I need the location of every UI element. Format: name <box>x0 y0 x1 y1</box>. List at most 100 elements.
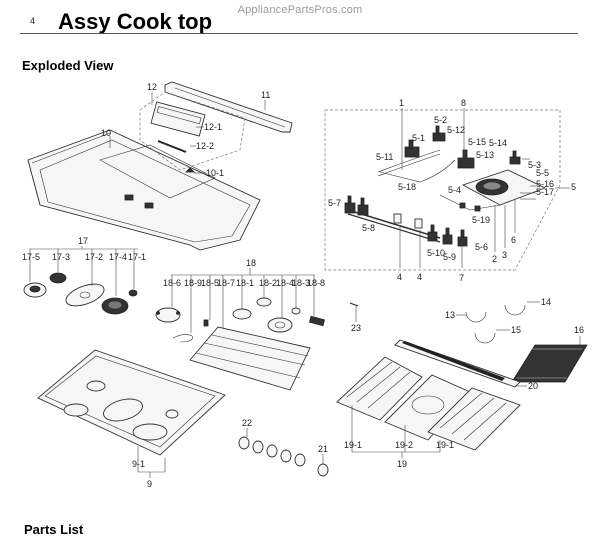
part-18-6-burner-base[interactable] <box>155 307 181 323</box>
page-title: Assy Cook top <box>58 9 213 34</box>
callout-5-6: 5-6 <box>475 242 488 252</box>
callout-18-7: 18-7 <box>217 278 235 288</box>
part-10-base-tray[interactable] <box>27 129 261 251</box>
callout-18-6: 18-6 <box>163 278 181 288</box>
callout-6: 6 <box>511 235 516 245</box>
part-5-10-valve[interactable] <box>427 224 438 242</box>
part-12-1-control-assembly[interactable] <box>150 101 206 137</box>
callout-5-19: 5-19 <box>472 215 490 225</box>
callout-9: 9 <box>147 479 152 489</box>
callout-22: 22 <box>242 418 252 428</box>
callout-labels: 12 11 12-1 12-2 10 10-1 1 8 5-2 5-12 5-1… <box>22 82 584 489</box>
callout-9-1: 9-1 <box>132 459 145 469</box>
part-18-5-clip[interactable] <box>203 319 209 327</box>
title-rule <box>20 33 578 34</box>
part-17-1-burner-cap[interactable] <box>128 289 138 297</box>
part-5-1-valve[interactable] <box>404 139 420 158</box>
part-22-knob[interactable] <box>238 436 306 467</box>
part-14-ring[interactable] <box>504 304 526 316</box>
part-18-9-thermocouple-wire[interactable] <box>172 334 193 343</box>
part-19-1-right-grate[interactable] <box>427 387 521 451</box>
callout-5-5: 5-5 <box>536 168 549 178</box>
part-15-ring[interactable] <box>474 332 496 344</box>
callout-5-15: 5-15 <box>468 137 486 147</box>
callout-5: 5 <box>571 182 576 192</box>
callout-19-2: 19-2 <box>395 440 413 450</box>
part-20-rear-trim[interactable] <box>394 339 521 388</box>
callout-5-16: 5-16 <box>536 179 554 189</box>
part-16-griddle[interactable] <box>511 344 588 383</box>
part-5-18-gas-pipe[interactable] <box>377 149 456 183</box>
callout-12-2: 12-2 <box>196 141 214 151</box>
callout-5-8: 5-8 <box>362 223 375 233</box>
part-18-7-wire-rack[interactable] <box>189 326 311 391</box>
callout-21: 21 <box>318 444 328 454</box>
callout-12: 12 <box>147 82 157 92</box>
callout-11: 11 <box>261 90 270 100</box>
leader-lines <box>29 92 581 478</box>
callout-5-18: 5-18 <box>398 182 416 192</box>
part-9-1-cooktop-panel[interactable] <box>37 349 226 456</box>
section-heading-exploded-view: Exploded View <box>22 58 114 73</box>
part-5-19-rail[interactable] <box>439 194 501 212</box>
callout-15: 15 <box>511 325 521 335</box>
part-18-3-cap[interactable] <box>291 307 301 315</box>
callout-18-3: 18-3 <box>292 278 310 288</box>
part-5-3-valve[interactable] <box>509 150 521 165</box>
part-5-2-valve[interactable] <box>432 125 446 142</box>
callout-5-14: 5-14 <box>489 138 507 148</box>
callout-3: 3 <box>502 250 507 260</box>
part-18-1-cap[interactable] <box>232 308 252 320</box>
part-18-2-cap[interactable] <box>256 297 272 307</box>
callout-17: 17 <box>78 236 88 246</box>
callout-19-1-right: 19-1 <box>436 440 454 450</box>
part-17-5-burner-cap[interactable] <box>23 282 47 298</box>
callout-12-1: 12-1 <box>204 122 222 132</box>
part-10-1-clip[interactable] <box>185 167 206 174</box>
callout-17-4: 17-4 <box>109 252 127 262</box>
callout-5-1: 5-1 <box>412 133 425 143</box>
callout-8: 8 <box>461 98 466 108</box>
part-13-ring[interactable] <box>465 311 487 323</box>
callout-20: 20 <box>528 381 538 391</box>
part-5-9-valve[interactable] <box>442 227 453 245</box>
section-heading-parts-list: Parts List <box>24 522 84 537</box>
part-21-knob[interactable] <box>317 463 329 477</box>
callout-18-9: 18-9 <box>184 278 202 288</box>
callout-5-13: 5-13 <box>476 150 494 160</box>
callout-14: 14 <box>541 297 551 307</box>
callout-2: 2 <box>492 254 497 264</box>
part-4-igniter-b[interactable] <box>414 218 423 229</box>
part-18-8-spark-module[interactable] <box>308 315 326 327</box>
part-18-4-burner-ring[interactable] <box>267 317 293 333</box>
callout-13: 13 <box>445 310 455 320</box>
callout-19-1-left: 19-1 <box>344 440 362 450</box>
part-23-pin[interactable] <box>349 302 359 307</box>
callout-10: 10 <box>101 128 111 138</box>
part-5-group-outline <box>324 109 561 271</box>
part-5-5-burner-ring[interactable] <box>461 169 547 206</box>
callout-19: 19 <box>397 459 407 469</box>
part-17-4-burner-cap[interactable] <box>101 297 129 315</box>
part-17-3-burner-cap[interactable] <box>49 272 67 284</box>
callout-4-b: 4 <box>417 272 422 282</box>
part-5-4-valve-cluster[interactable] <box>457 149 475 169</box>
part-5-6-valve[interactable] <box>457 229 468 247</box>
part-5-7-valve[interactable] <box>344 195 369 216</box>
part-17-2-oval-burner[interactable] <box>63 280 107 311</box>
callout-17-5: 17-5 <box>22 252 40 262</box>
callout-5-10: 5-10 <box>427 248 445 258</box>
part-12-2-rod[interactable] <box>157 140 187 153</box>
part-4-igniter-a[interactable] <box>393 213 402 224</box>
callout-18-4: 18-4 <box>276 278 294 288</box>
callout-18: 18 <box>246 258 256 268</box>
callout-5-12: 5-12 <box>447 125 465 135</box>
callout-23: 23 <box>351 323 361 333</box>
callout-5-11: 5-11 <box>376 152 393 162</box>
callout-17-1: 17-1 <box>128 252 146 262</box>
callout-5-9: 5-9 <box>443 252 456 262</box>
callout-18-2: 18-2 <box>259 278 277 288</box>
callout-5-4: 5-4 <box>448 185 461 195</box>
part-19-1-left-grate[interactable] <box>336 356 423 421</box>
